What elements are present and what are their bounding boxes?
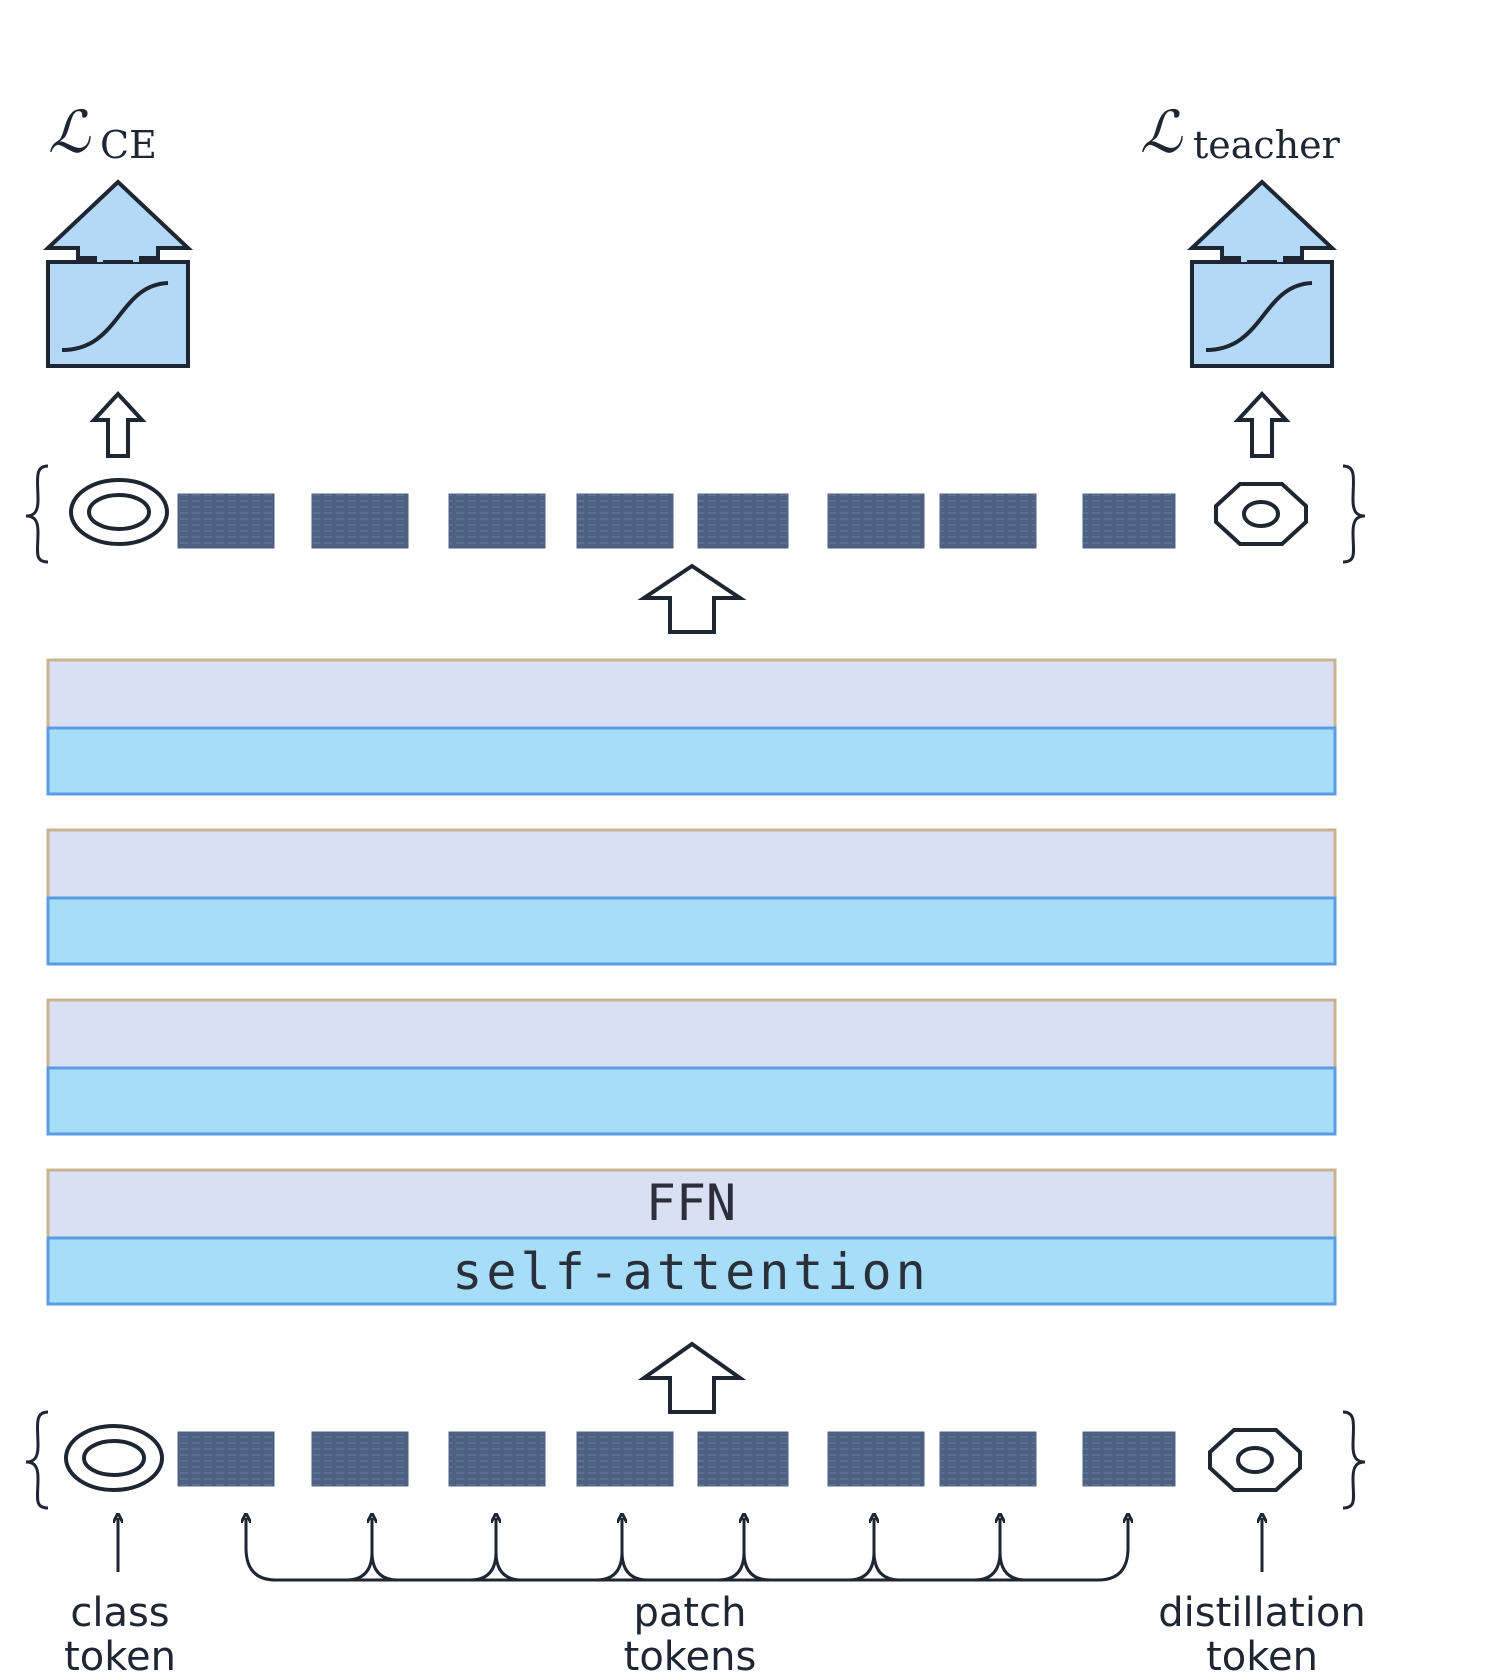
teacher-up-arrow-icon: [1233, 391, 1291, 458]
patch-token: [1082, 493, 1176, 549]
distillation-token-icon: [1208, 1428, 1302, 1492]
patch-token: [939, 1431, 1037, 1487]
transformer-block: [46, 828, 1337, 966]
distillation-token-label-line1: distillation: [1158, 1590, 1366, 1636]
self-attention-layer: [46, 1066, 1337, 1136]
distillation-token-icon: [1214, 482, 1308, 546]
patch-token-arrow-curve: [998, 1551, 1027, 1582]
patch-token-arrow: [847, 1518, 874, 1582]
patch-token-group: [177, 1431, 1176, 1487]
patch-token: [1082, 1431, 1176, 1487]
transformer-block: [46, 658, 1337, 796]
patch-token-arrow-curve: [620, 1551, 649, 1582]
ce-up-arrow-icon: [89, 391, 147, 458]
self-attention-label: self-attention: [452, 1243, 929, 1301]
distillation-token-label-line2: token: [1206, 1634, 1318, 1680]
transformer-stack: FFN self-attention: [46, 658, 1337, 1306]
patch-token-arrow-curve: [370, 1551, 399, 1582]
patch-token-arrow: [973, 1518, 1000, 1582]
class-token-icon: [64, 1424, 164, 1492]
ffn-label: FFN: [646, 1174, 736, 1232]
patch-token: [576, 1431, 674, 1487]
loss-teacher-symbol: ℒ: [1140, 98, 1183, 166]
patch-token: [827, 1431, 925, 1487]
patch-token: [311, 493, 409, 549]
patch-token-arrow: [717, 1518, 744, 1582]
self-attention-layer: [46, 896, 1337, 966]
patch-tokens-label-line2: tokens: [624, 1634, 757, 1680]
patch-token: [697, 1431, 789, 1487]
patch-token-arrow-curve: [742, 1551, 771, 1582]
ffn-layer: [46, 1168, 1337, 1240]
patch-token: [827, 493, 925, 549]
patch-token-arrow: [345, 1518, 372, 1582]
loss-ce-subscript: CE: [100, 123, 157, 167]
loss-ce-symbol: ℒ: [48, 98, 91, 166]
patch-token: [576, 493, 674, 549]
patch-token: [448, 493, 546, 549]
patch-token: [939, 493, 1037, 549]
loss-teacher-label: ℒ teacher: [1140, 98, 1341, 167]
patch-token-arrows: [244, 1518, 1130, 1582]
input-token-row: [25, 1410, 1366, 1510]
transformer-output-arrow-icon: [637, 563, 747, 634]
left-brace: [25, 1410, 49, 1510]
patch-token: [177, 493, 275, 549]
class-token-label-line2: token: [64, 1634, 176, 1680]
class-token-label-line1: class: [70, 1590, 169, 1636]
transformer-block: FFN self-attention: [46, 1168, 1337, 1306]
loss-teacher-subscript: teacher: [1193, 123, 1341, 167]
patch-token: [697, 493, 789, 549]
patch-token: [177, 1431, 275, 1487]
patch-token-arrow: [469, 1518, 496, 1582]
ffn-layer: [46, 658, 1337, 730]
ffn-layer: [46, 998, 1337, 1070]
patch-token-arrow-curve: [872, 1551, 901, 1582]
patch-tokens-label-line1: patch: [634, 1590, 747, 1636]
left-brace: [25, 464, 49, 564]
output-token-row: [25, 464, 1366, 564]
transformer-input-arrow-icon: [637, 1341, 747, 1414]
patch-token-arrow-curve: [494, 1551, 523, 1582]
transformer-block: [46, 998, 1337, 1136]
right-brace: [1342, 1410, 1366, 1510]
ce-head-icon: [42, 179, 194, 368]
patch-token: [311, 1431, 409, 1487]
self-attention-layer: [46, 726, 1337, 796]
ffn-layer: [46, 828, 1337, 900]
patch-token-arrow: [595, 1518, 622, 1582]
patch-token: [448, 1431, 546, 1487]
teacher-head-icon: [1186, 179, 1338, 368]
loss-ce-label: ℒ CE: [48, 98, 157, 167]
patch-token-group: [177, 493, 1176, 549]
patch-arrow-bracket: [244, 1547, 1130, 1582]
class-token-icon: [69, 478, 169, 546]
input-arrows: [118, 1518, 1262, 1582]
right-brace: [1342, 464, 1366, 564]
self-attention-layer: [46, 1236, 1337, 1306]
